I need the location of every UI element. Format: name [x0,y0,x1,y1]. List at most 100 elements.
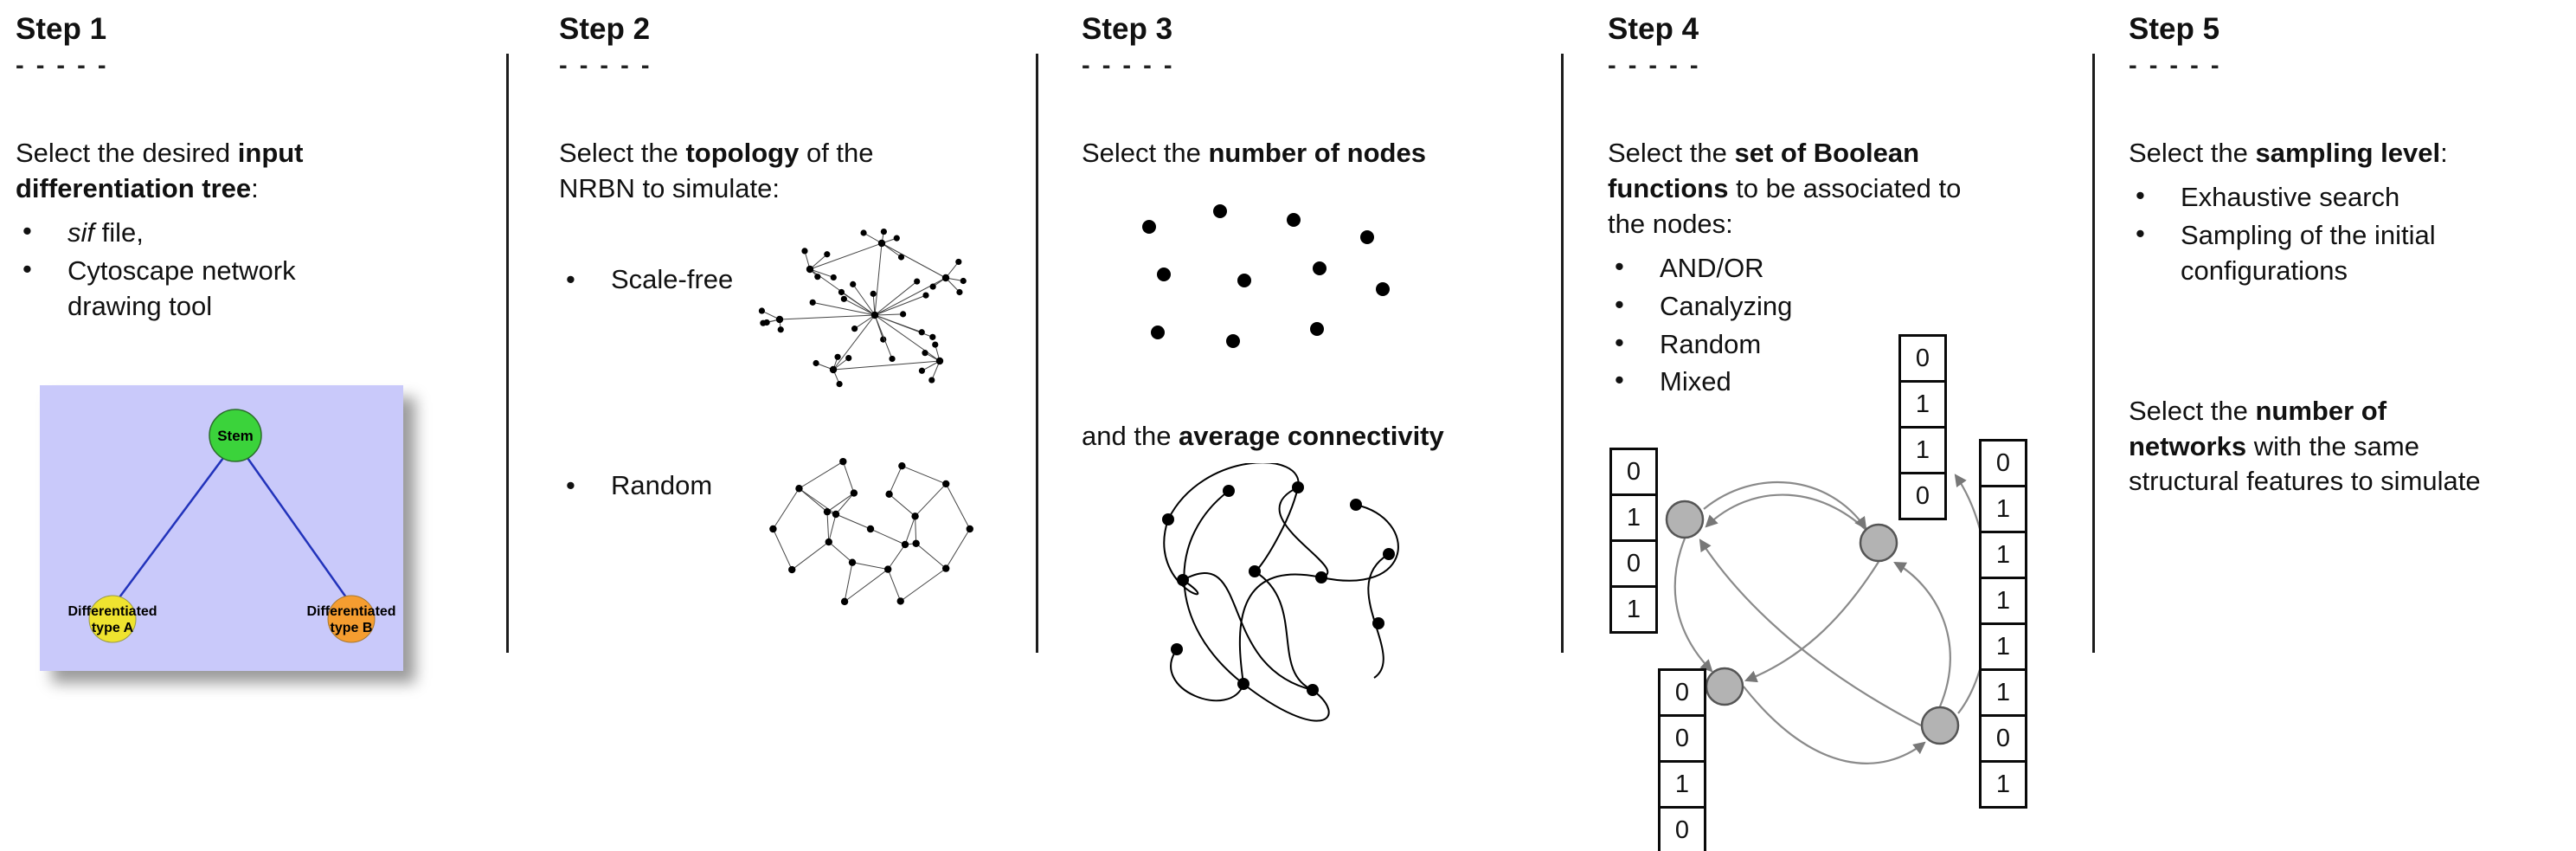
instruction-bold: networks [2129,430,2247,461]
canalyzing-label: Canalyzing [1660,290,1793,321]
truth-table-left: 0 1 0 1 [1609,448,1658,634]
table-cell: 1 [1658,760,1706,809]
step-1-instruction: Select the desired input differentiation… [16,136,490,207]
type-a-label-line2: type A [92,621,134,635]
instruction-bold: number of [2255,395,2387,426]
instruction-text: : [2440,138,2448,168]
sampling-line-1: Sampling of the initial [2181,219,2436,250]
instruction-bold: input [237,138,304,168]
table-cell: 1 [1609,585,1658,634]
table-cell: 0 [1979,714,2027,763]
instruction-text: : [251,172,259,203]
table-cell: 0 [1609,539,1658,588]
scale-free-row: • Scale-free [559,216,1026,432]
bullet-icon: • [2136,179,2145,210]
bullet-icon: • [1615,326,1624,358]
instruction-bold: functions [1608,172,1729,203]
step-5-instruction-2: Select the number of networks with the s… [2129,394,2566,500]
random-option: • Random [559,470,712,501]
column-divider [1036,54,1038,653]
list-item-sif-file: • sif file, [16,216,490,251]
step-2-instruction: Select the topology of the NRBN to simul… [559,136,1026,207]
instruction-text: Select the [2129,395,2256,426]
step-4-title: Step 4 [1608,12,1699,46]
scale-free-option: • Scale-free [559,264,733,295]
tree-edge-left [118,456,225,598]
table-cell: 1 [1979,668,2027,717]
sif-italic: sif [67,216,94,248]
instruction-text: NRBN to simulate: [559,172,780,203]
type-b-node [327,595,376,643]
connectivity-tangle-graphic [1162,462,1399,722]
tree-edge-right [246,456,348,598]
and-or-label: AND/OR [1660,252,1764,283]
boolean-function-options: •AND/OR •Canalyzing •Random •Mixed [1608,251,2085,401]
step-5-column: Step 5 - - - - - Select the sampling lev… [2129,12,2566,508]
nodes-scatter-graphic [1142,203,1390,348]
table-cell: 1 [1979,531,2027,579]
dashed-separator: - - - - - [16,52,109,80]
step-4-column: Step 4 - - - - - Select the set of Boole… [1608,12,2085,851]
instruction-text: Select the [559,138,686,168]
step-1-options: • sif file, • Cytoscape network drawing … [16,216,490,325]
step-5-title: Step 5 [2129,12,2220,46]
list-item-and-or: •AND/OR [1608,251,2085,287]
instruction-text: of the [799,138,874,168]
differentiation-tree-image: Stem Differentiated type A Differentiate… [40,384,403,671]
dashed-separator: - - - - - [559,52,652,80]
truth-table-bottom: 0 0 1 0 [1658,668,1706,851]
table-cell: 1 [1979,622,2027,671]
step-3-instruction-1: Select the number of nodes [1082,136,1556,171]
instruction-bold: differentiation tree [16,172,252,203]
dashed-separator: - - - - - [2129,52,2222,80]
column-divider [2092,54,2095,653]
table-cell: 0 [1609,448,1658,496]
instruction-text: Select the [2129,138,2256,168]
table-cell: 1 [1979,485,2027,533]
stem-label: Stem [217,428,254,444]
boolean-network-nodes [1665,500,1960,745]
step-3-title: Step 3 [1082,12,1173,46]
bullet-icon: • [1615,364,1624,396]
table-cell: 1 [1979,577,2027,625]
table-cell: 0 [1658,714,1706,763]
instruction-text: and the [1082,420,1179,451]
step-2-title: Step 2 [559,12,651,46]
step-4-instruction: Select the set of Boolean functions to b… [1608,136,2085,242]
instruction-bold: number of nodes [1208,138,1426,168]
random-label: Random [611,469,713,500]
instruction-text: the nodes: [1608,208,1733,239]
cytoscape-line-2: drawing tool [67,290,213,321]
dashed-separator: - - - - - [1608,52,1701,80]
network-node [1665,500,1705,539]
table-cell: 0 [1898,472,1947,520]
differentiation-tree-svg: Stem Differentiated type A Differentiate… [40,384,403,671]
step-1-title: Step 1 [16,12,107,46]
type-b-label-line2: type B [331,621,373,635]
instruction-text: with the same [2246,430,2419,461]
mixed-label: Mixed [1660,366,1731,397]
table-cell: 0 [1898,334,1947,383]
network-node [1920,706,1960,745]
stem-node [209,408,262,462]
table-cell: 0 [1658,668,1706,717]
list-item-exhaustive: • Exhaustive search [2129,180,2566,216]
network-node [1859,523,1898,563]
instruction-text: Select the desired [16,138,238,168]
table-cell: 1 [1898,426,1947,474]
step-2-column: Step 2 - - - - - Select the topology of … [559,12,1026,640]
exhaustive-label: Exhaustive search [2181,181,2400,212]
type-a-node [88,595,137,643]
network-node [1705,667,1744,706]
table-cell: 0 [1658,806,1706,851]
bullet-icon: • [2136,217,2145,248]
random-row: • Random [559,432,1026,640]
scale-free-label: Scale-free [611,263,734,294]
list-item-sampling: • Sampling of the initial configurations [2129,218,2566,289]
bullet-icon: • [566,469,575,500]
table-cell: 1 [1979,760,2027,809]
list-item-cytoscape: • Cytoscape network drawing tool [16,254,490,325]
list-item-canalyzing: •Canalyzing [1608,289,2085,325]
instruction-bold: topology [685,138,800,168]
